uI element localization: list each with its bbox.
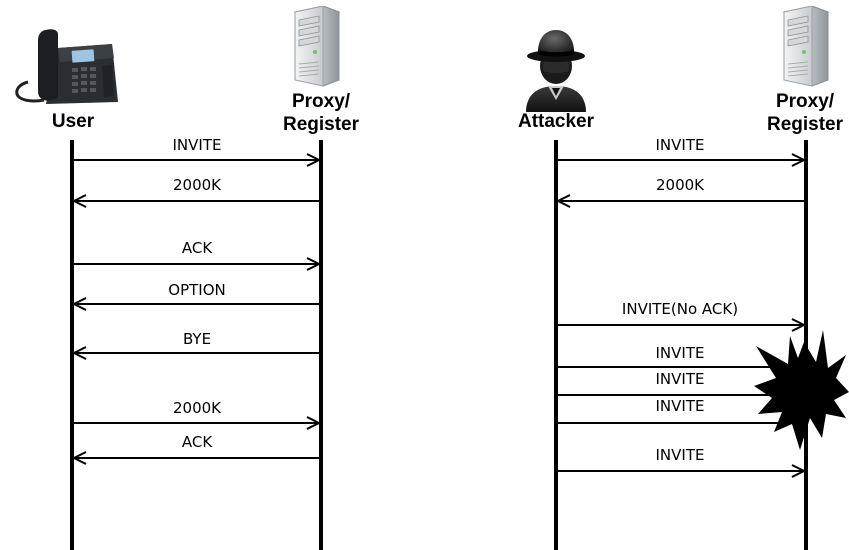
server-tower-icon [294,6,340,87]
message-label: INVITE [655,370,705,388]
arrowhead [71,346,87,360]
message-label: ACK [181,433,213,451]
explosion-icon [754,330,849,450]
message-label: INVITE [655,397,705,415]
actor-attacker: Attacker [517,111,595,132]
message-label: 2000K [655,176,705,194]
arrowhead [306,416,322,430]
message-label: 2000K [172,176,222,194]
arrowhead [555,194,571,208]
message-label: INVITE(No ACK) [621,300,739,318]
arrowhead [71,194,87,208]
actor-proxy-right-line2: Register [766,114,844,135]
message-label: INVITE [655,344,705,362]
message-label: INVITE [172,136,222,154]
actor-proxy-left-line2: Register [282,114,360,135]
message-label: 2000K [172,399,222,417]
actor-proxy-left-line1: Proxy/ [291,91,351,112]
actor-proxy-right-line1: Proxy/ [775,91,835,112]
arrowhead [71,451,87,465]
message-label: BYE [182,330,212,348]
desk-phone-icon [15,29,118,104]
server-tower-icon [783,6,829,87]
message-label: OPTION [168,281,226,299]
arrowhead [306,153,322,167]
arrowhead [791,318,807,332]
message-label: ACK [181,239,213,257]
arrowhead [306,257,322,271]
hat-spy-icon [526,30,586,112]
message-label: INVITE [655,136,705,154]
arrowhead [791,153,807,167]
actor-user: User [51,111,95,132]
arrowhead [71,297,87,311]
arrowhead [791,464,807,478]
message-label: INVITE [655,446,705,464]
